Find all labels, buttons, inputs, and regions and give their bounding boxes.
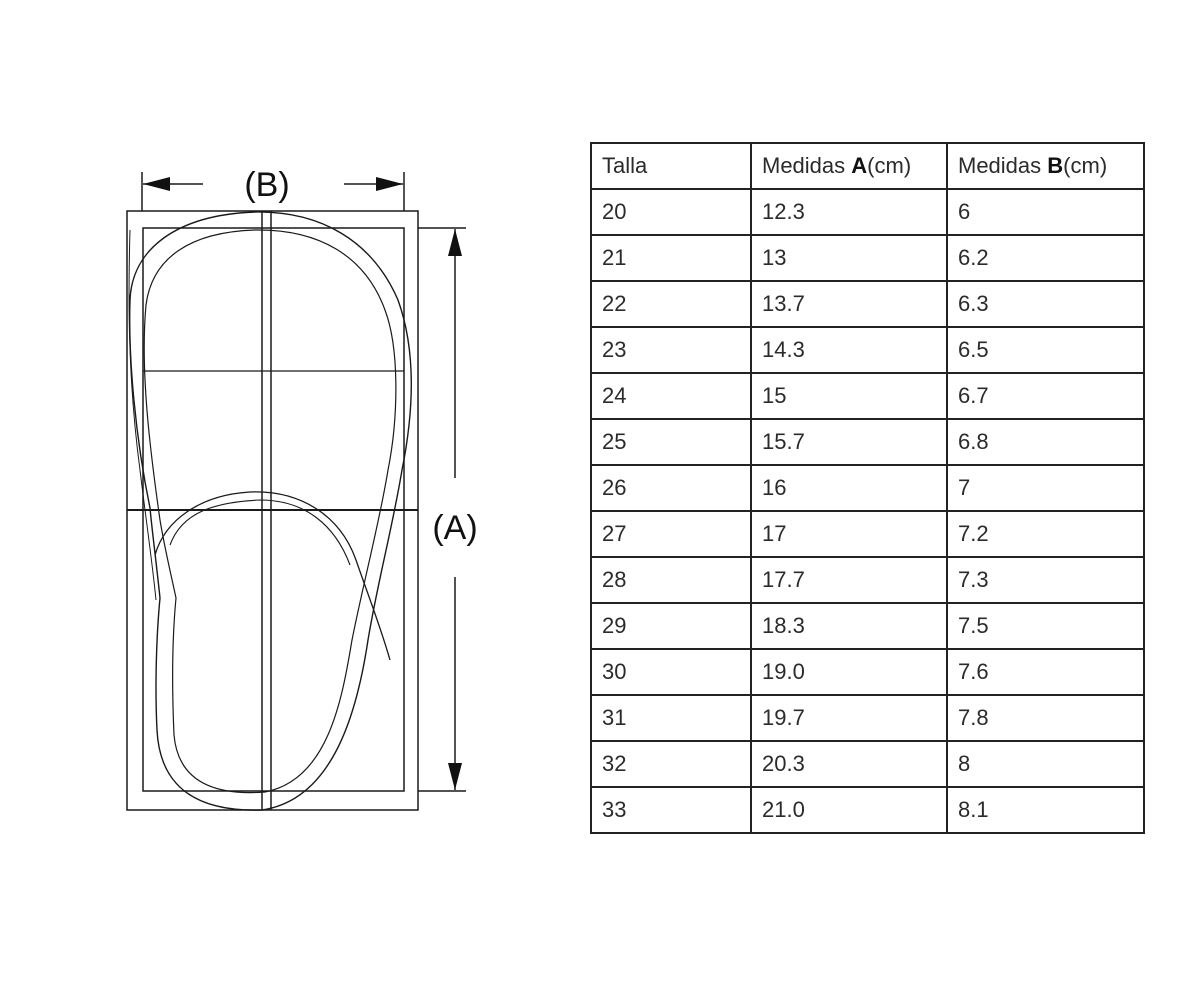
strap-inner-outline xyxy=(169,499,351,566)
header-a-letter: A xyxy=(851,153,868,178)
header-a-suffix: (cm) xyxy=(867,153,912,178)
medida-a-cell: 15.7 xyxy=(750,418,948,466)
medida-a-cell: 13.7 xyxy=(750,280,948,328)
b-arrowhead-left xyxy=(143,177,170,191)
medida-a-cell: 20.3 xyxy=(750,740,948,788)
medida-a-cell: 15 xyxy=(750,372,948,420)
medida-a-cell: 19.7 xyxy=(750,694,948,742)
medida-b-cell: 7.5 xyxy=(946,602,1145,650)
header-b-letter: B xyxy=(1047,153,1064,178)
medida-b-cell: 7.3 xyxy=(946,556,1145,604)
sole-outline-inner xyxy=(143,229,397,794)
talla-cell: 21 xyxy=(590,234,752,282)
talla-cell: 30 xyxy=(590,648,752,696)
medida-b-cell: 6 xyxy=(946,188,1145,236)
talla-cell: 20 xyxy=(590,188,752,236)
talla-cell: 25 xyxy=(590,418,752,466)
dimension-label-a: (A) xyxy=(432,509,477,547)
medida-b-cell: 8.1 xyxy=(946,786,1145,834)
dimension-label-b: (B) xyxy=(244,166,289,204)
talla-cell: 22 xyxy=(590,280,752,328)
medida-a-cell: 13 xyxy=(750,234,948,282)
medida-b-cell: 6.2 xyxy=(946,234,1145,282)
medida-a-cell: 19.0 xyxy=(750,648,948,696)
talla-cell: 33 xyxy=(590,786,752,834)
medida-b-cell: 7.6 xyxy=(946,648,1145,696)
strap-outline xyxy=(154,491,391,661)
talla-cell: 31 xyxy=(590,694,752,742)
medida-a-cell: 17.7 xyxy=(750,556,948,604)
sole-outline-outer xyxy=(129,211,412,811)
a-arrowhead-top xyxy=(448,229,462,256)
talla-cell: 28 xyxy=(590,556,752,604)
medida-a-cell: 18.3 xyxy=(750,602,948,650)
talla-cell: 32 xyxy=(590,740,752,788)
medida-b-cell: 8 xyxy=(946,740,1145,788)
header-talla: Talla xyxy=(590,142,752,190)
talla-cell: 27 xyxy=(590,510,752,558)
medida-b-cell: 7.2 xyxy=(946,510,1145,558)
talla-cell: 23 xyxy=(590,326,752,374)
b-arrowhead-right xyxy=(376,177,403,191)
medida-b-cell: 7 xyxy=(946,464,1145,512)
medida-a-cell: 12.3 xyxy=(750,188,948,236)
talla-cell: 24 xyxy=(590,372,752,420)
medida-a-cell: 14.3 xyxy=(750,326,948,374)
header-b-prefix: Medidas xyxy=(958,153,1048,178)
header-b-suffix: (cm) xyxy=(1063,153,1108,178)
talla-cell: 29 xyxy=(590,602,752,650)
sketch-left-edge xyxy=(128,229,157,601)
header-medidas-a: Medidas A(cm) xyxy=(750,142,948,190)
medida-a-cell: 17 xyxy=(750,510,948,558)
talla-cell: 26 xyxy=(590,464,752,512)
medida-b-cell: 7.8 xyxy=(946,694,1145,742)
header-talla-label: Talla xyxy=(602,153,648,178)
medida-b-cell: 6.8 xyxy=(946,418,1145,466)
medida-a-cell: 21.0 xyxy=(750,786,948,834)
medida-b-cell: 6.5 xyxy=(946,326,1145,374)
medida-b-cell: 6.3 xyxy=(946,280,1145,328)
a-arrowhead-bottom xyxy=(448,763,462,790)
medida-b-cell: 6.7 xyxy=(946,372,1145,420)
header-a-prefix: Medidas xyxy=(762,153,852,178)
table-header-row: Talla Medidas A(cm) Medidas B(cm) xyxy=(590,142,1145,190)
header-medidas-b: Medidas B(cm) xyxy=(946,142,1145,190)
medida-a-cell: 16 xyxy=(750,464,948,512)
